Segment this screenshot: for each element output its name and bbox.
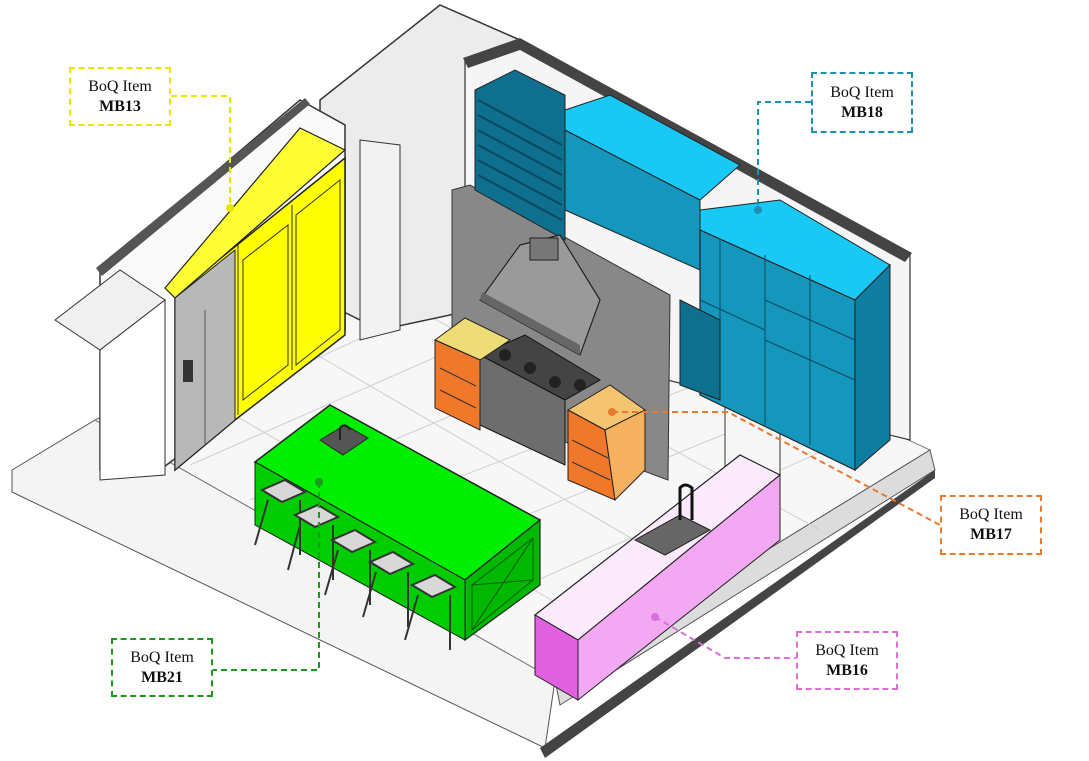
callout-code: MB21 <box>141 669 183 686</box>
bar-stools <box>254 478 458 650</box>
callout-code: MB18 <box>841 104 883 121</box>
callout-mb18: BoQ Item MB18 <box>811 72 913 133</box>
callout-code: MB17 <box>970 526 1012 543</box>
callout-label: BoQ Item <box>88 78 152 95</box>
wall-cabinets <box>474 69 891 472</box>
callout-mb17: BoQ Item MB17 <box>940 495 1042 555</box>
callout-label: BoQ Item <box>959 506 1023 523</box>
callout-mb16: BoQ Item MB16 <box>796 631 898 690</box>
tall-pantry-cabinets <box>164 127 347 472</box>
leader-mb21 <box>213 482 320 671</box>
callout-mb13: BoQ Item MB13 <box>69 67 171 126</box>
base-cabinets <box>434 317 646 502</box>
callout-label: BoQ Item <box>830 84 894 101</box>
leader-lines <box>171 95 941 671</box>
sink-counter <box>533 454 782 702</box>
leader-mb18 <box>757 101 811 210</box>
callout-label: BoQ Item <box>815 642 879 659</box>
range-hood <box>479 234 601 356</box>
callout-code: MB16 <box>826 662 868 679</box>
leader-mb17 <box>612 411 941 526</box>
leader-mb13 <box>171 95 231 208</box>
callout-label: BoQ Item <box>130 649 194 666</box>
leader-mb16 <box>654 616 796 659</box>
kitchen-island <box>253 404 542 642</box>
callout-code: MB13 <box>99 98 141 115</box>
callout-mb21: BoQ Item MB21 <box>111 638 213 697</box>
